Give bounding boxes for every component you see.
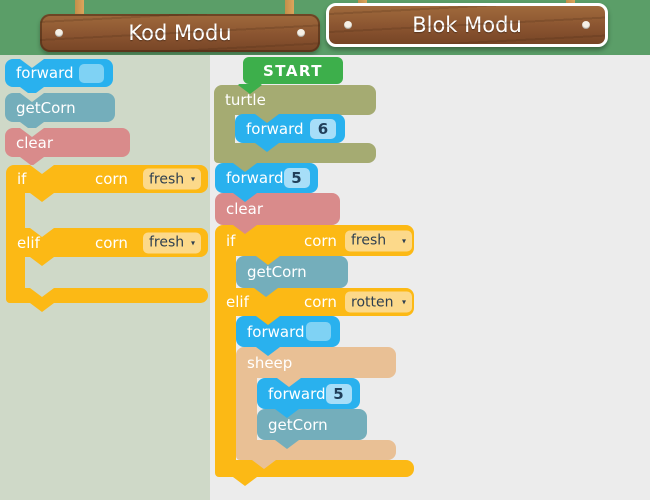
elif-block[interactable]: elif corn rotten ▾ xyxy=(215,288,414,316)
block-label: elif xyxy=(17,233,40,252)
value-input[interactable] xyxy=(79,63,104,83)
getcorn-block[interactable]: getCorn xyxy=(257,409,367,440)
sign-nail-icon xyxy=(582,21,590,29)
dropdown-arrow-icon: ▾ xyxy=(401,236,406,245)
tab-block-mode-label: Blok Modu xyxy=(412,13,522,37)
palette-block-elif-arm[interactable] xyxy=(6,256,25,288)
dropdown-value: fresh xyxy=(149,171,185,187)
block-label: if xyxy=(17,170,27,188)
tab-code-mode-label: Kod Modu xyxy=(128,21,232,45)
sign-peg xyxy=(285,0,294,17)
value-input[interactable]: 6 xyxy=(310,118,336,139)
elif-block-arm[interactable] xyxy=(215,315,236,461)
dropdown-value: fresh xyxy=(351,232,387,249)
param-label: corn xyxy=(95,170,128,188)
param-label: corn xyxy=(304,231,337,250)
turtle-block[interactable]: turtle xyxy=(214,85,376,115)
sign-nail-icon xyxy=(344,21,352,29)
elif-condition-dropdown[interactable]: rotten ▾ xyxy=(345,291,412,313)
forward-block[interactable]: forward 6 xyxy=(235,114,345,143)
dropdown-value: fresh xyxy=(149,234,185,251)
block-label: forward xyxy=(268,384,326,403)
turtle-block-arm[interactable] xyxy=(214,114,235,144)
if-block[interactable]: if corn fresh ▾ xyxy=(215,225,414,256)
block-label: getCorn xyxy=(16,98,76,117)
value-input[interactable]: 5 xyxy=(325,383,352,404)
block-label: clear xyxy=(16,133,54,152)
sheep-block-arm[interactable] xyxy=(236,377,257,441)
dropdown-arrow-icon: ▾ xyxy=(190,174,195,184)
if-condition-dropdown[interactable]: fresh ▾ xyxy=(143,168,201,190)
block-label: clear xyxy=(226,200,264,218)
dropdown-arrow-icon: ▾ xyxy=(401,297,406,307)
forward-block[interactable]: forward 5 xyxy=(257,378,360,409)
sheep-block[interactable]: sheep xyxy=(236,347,396,378)
param-label: corn xyxy=(304,293,337,311)
block-label: turtle xyxy=(225,91,266,109)
clear-block[interactable]: clear xyxy=(215,193,340,225)
sign-nail-icon xyxy=(297,29,305,37)
sheep-block-bottom-bar[interactable] xyxy=(236,440,396,460)
block-label: forward xyxy=(16,64,74,82)
block-label: forward xyxy=(247,322,305,341)
tab-block-mode[interactable]: Blok Modu xyxy=(326,3,608,47)
palette-block-if-bottom-bar[interactable] xyxy=(6,288,208,312)
if-block-arm[interactable] xyxy=(215,255,236,288)
forward-block[interactable]: forward xyxy=(236,316,340,347)
sign-nail-icon xyxy=(55,29,63,37)
palette-block-clear[interactable]: clear xyxy=(5,128,130,166)
param-label: corn xyxy=(95,233,128,252)
block-label: elif xyxy=(226,293,249,311)
block-label: forward xyxy=(226,169,284,187)
dropdown-arrow-icon: ▾ xyxy=(190,238,195,247)
palette-block-getcorn[interactable]: getCorn xyxy=(5,93,115,131)
getcorn-block[interactable]: getCorn xyxy=(236,256,348,288)
block-label: getCorn xyxy=(247,263,307,281)
palette-block-if-bar[interactable]: if corn fresh ▾ xyxy=(6,165,208,202)
sign-peg xyxy=(75,0,84,17)
turtle-block-bottom-bar[interactable] xyxy=(214,143,376,163)
start-block[interactable]: START xyxy=(238,57,343,93)
header-bar: Kod Modu Blok Modu xyxy=(0,0,650,55)
block-label: getCorn xyxy=(268,415,328,434)
palette-block-elif-bar[interactable]: elif corn fresh ▾ xyxy=(6,228,208,266)
palette-block-if-arm[interactable] xyxy=(6,192,25,229)
tab-code-mode[interactable]: Kod Modu xyxy=(40,14,320,52)
elif-condition-dropdown[interactable]: fresh ▾ xyxy=(143,232,201,253)
elif-block-bottom-bar[interactable] xyxy=(215,460,414,486)
block-label: if xyxy=(226,231,236,250)
dropdown-value: rotten xyxy=(351,294,394,310)
block-label: forward xyxy=(246,119,304,138)
forward-block[interactable]: forward 5 xyxy=(215,163,318,193)
block-label: START xyxy=(262,61,324,80)
palette-block-forward[interactable]: forward xyxy=(5,59,113,96)
value-input[interactable]: 5 xyxy=(283,168,310,188)
block-label: sheep xyxy=(247,353,293,372)
if-condition-dropdown[interactable]: fresh ▾ xyxy=(345,230,412,251)
value-input[interactable] xyxy=(306,322,331,341)
